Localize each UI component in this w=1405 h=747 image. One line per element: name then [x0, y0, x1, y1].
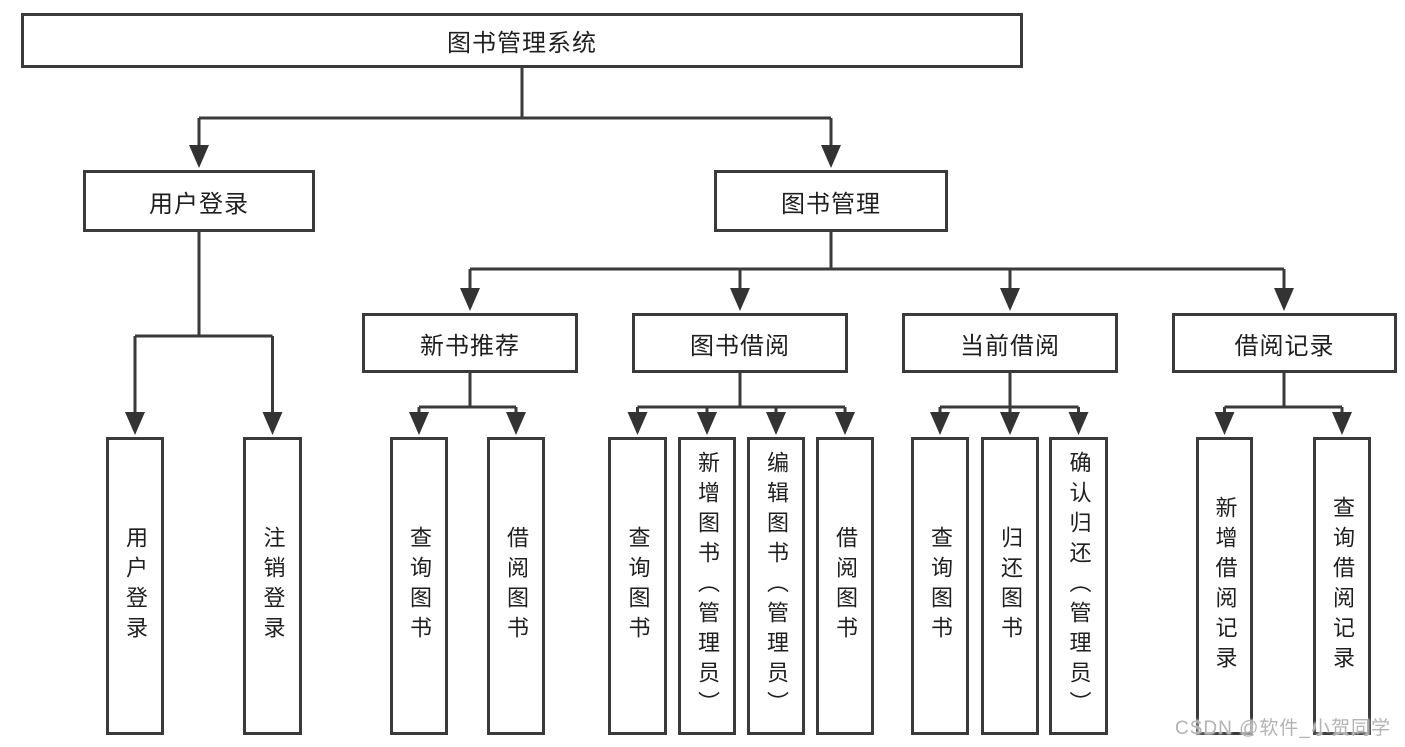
- leaf-newbooks-borrow-books: 借阅图书: [487, 437, 545, 735]
- arrowhead-icon: [766, 412, 786, 435]
- connector-book-borrowing: [636, 373, 847, 414]
- leaf-user-login: 用户登录: [106, 437, 164, 735]
- arrowhead-icon: [506, 412, 526, 435]
- leaf-newbooks-query-books: 查询图书: [390, 437, 448, 735]
- arrowhead-icon: [460, 288, 480, 311]
- node-label: 用户登录: [149, 190, 249, 218]
- node-book-management: 图书管理: [714, 170, 948, 232]
- node-current-borrowing: 当前借阅: [902, 313, 1118, 373]
- leaf-label: 查询借阅记录: [1330, 496, 1355, 676]
- leaf-borrowing-edit-books-admin: 编辑图书（管理员）: [747, 437, 805, 735]
- node-label: 图书借阅: [690, 332, 790, 360]
- node-label: 当前借阅: [960, 332, 1060, 360]
- arrowhead-icon: [835, 412, 855, 435]
- arrowhead-icon: [1274, 288, 1294, 311]
- node-new-book-recommendation: 新书推荐: [362, 313, 578, 373]
- connector-current-borrowing: [938, 373, 1080, 414]
- connector-root: [197, 68, 833, 146]
- leaf-borrowing-query-books: 查询图书: [608, 437, 667, 735]
- leaf-label: 借阅图书: [504, 526, 529, 646]
- arrowhead-icon: [1214, 412, 1235, 435]
- arrowhead-icon: [1068, 412, 1089, 435]
- leaf-label: 新增图书（管理员）: [695, 451, 720, 721]
- leaf-logout: 注销登录: [243, 437, 302, 735]
- arrowhead-icon: [1332, 412, 1352, 435]
- arrowhead-icon: [409, 412, 429, 435]
- arrowhead-icon: [627, 412, 648, 435]
- leaf-label: 查询图书: [928, 526, 953, 646]
- connector-user-login: [133, 232, 274, 413]
- leaf-records-query-record: 查询借阅记录: [1313, 437, 1371, 735]
- arrowheads: [125, 145, 1352, 435]
- arrowhead-icon: [262, 412, 283, 435]
- node-book-borrowing: 图书借阅: [632, 313, 848, 373]
- leaf-label: 归还图书: [998, 526, 1023, 646]
- arrowhead-icon: [189, 145, 209, 168]
- node-user-login: 用户登录: [83, 170, 315, 232]
- node-label: 图书管理系统: [447, 30, 597, 57]
- leaf-label: 查询图书: [407, 526, 432, 646]
- leaf-label: 编辑图书（管理员）: [764, 451, 789, 721]
- node-root-system: 图书管理系统: [21, 13, 1023, 68]
- leaf-borrowing-borrow-books: 借阅图书: [816, 437, 874, 735]
- connector-book-management: [468, 232, 1286, 290]
- leaf-current-confirm-return-admin: 确认归还（管理员）: [1049, 437, 1108, 735]
- arrowhead-icon: [930, 412, 950, 435]
- node-label: 新书推荐: [420, 332, 520, 360]
- node-label: 图书管理: [781, 190, 881, 218]
- arrowhead-icon: [125, 412, 145, 435]
- leaf-label: 查询图书: [625, 526, 651, 646]
- arrowhead-icon: [730, 288, 750, 311]
- leaf-label: 注销登录: [260, 526, 286, 646]
- leaf-current-return-books: 归还图书: [981, 437, 1039, 735]
- arrowhead-icon: [1000, 288, 1020, 311]
- connector-borrow-records: [1223, 373, 1344, 414]
- node-borrow-records: 借阅记录: [1172, 313, 1397, 373]
- arrowhead-icon: [697, 412, 717, 435]
- leaf-label: 借阅图书: [833, 526, 858, 646]
- leaf-borrowing-add-books-admin: 新增图书（管理员）: [678, 437, 736, 735]
- leaf-current-query-books: 查询图书: [911, 437, 969, 735]
- arrowhead-icon: [1000, 412, 1020, 435]
- leaf-label: 新增借阅记录: [1212, 496, 1238, 676]
- csdn-watermark: CSDN @软件_小贺同学: [1175, 718, 1391, 739]
- node-label: 借阅记录: [1234, 332, 1335, 360]
- arrowhead-icon: [821, 145, 841, 168]
- leaf-records-add-record: 新增借阅记录: [1196, 437, 1253, 735]
- leaf-label: 用户登录: [123, 526, 148, 646]
- connector-new-books: [417, 373, 518, 414]
- leaf-label: 确认归还（管理员）: [1066, 451, 1092, 721]
